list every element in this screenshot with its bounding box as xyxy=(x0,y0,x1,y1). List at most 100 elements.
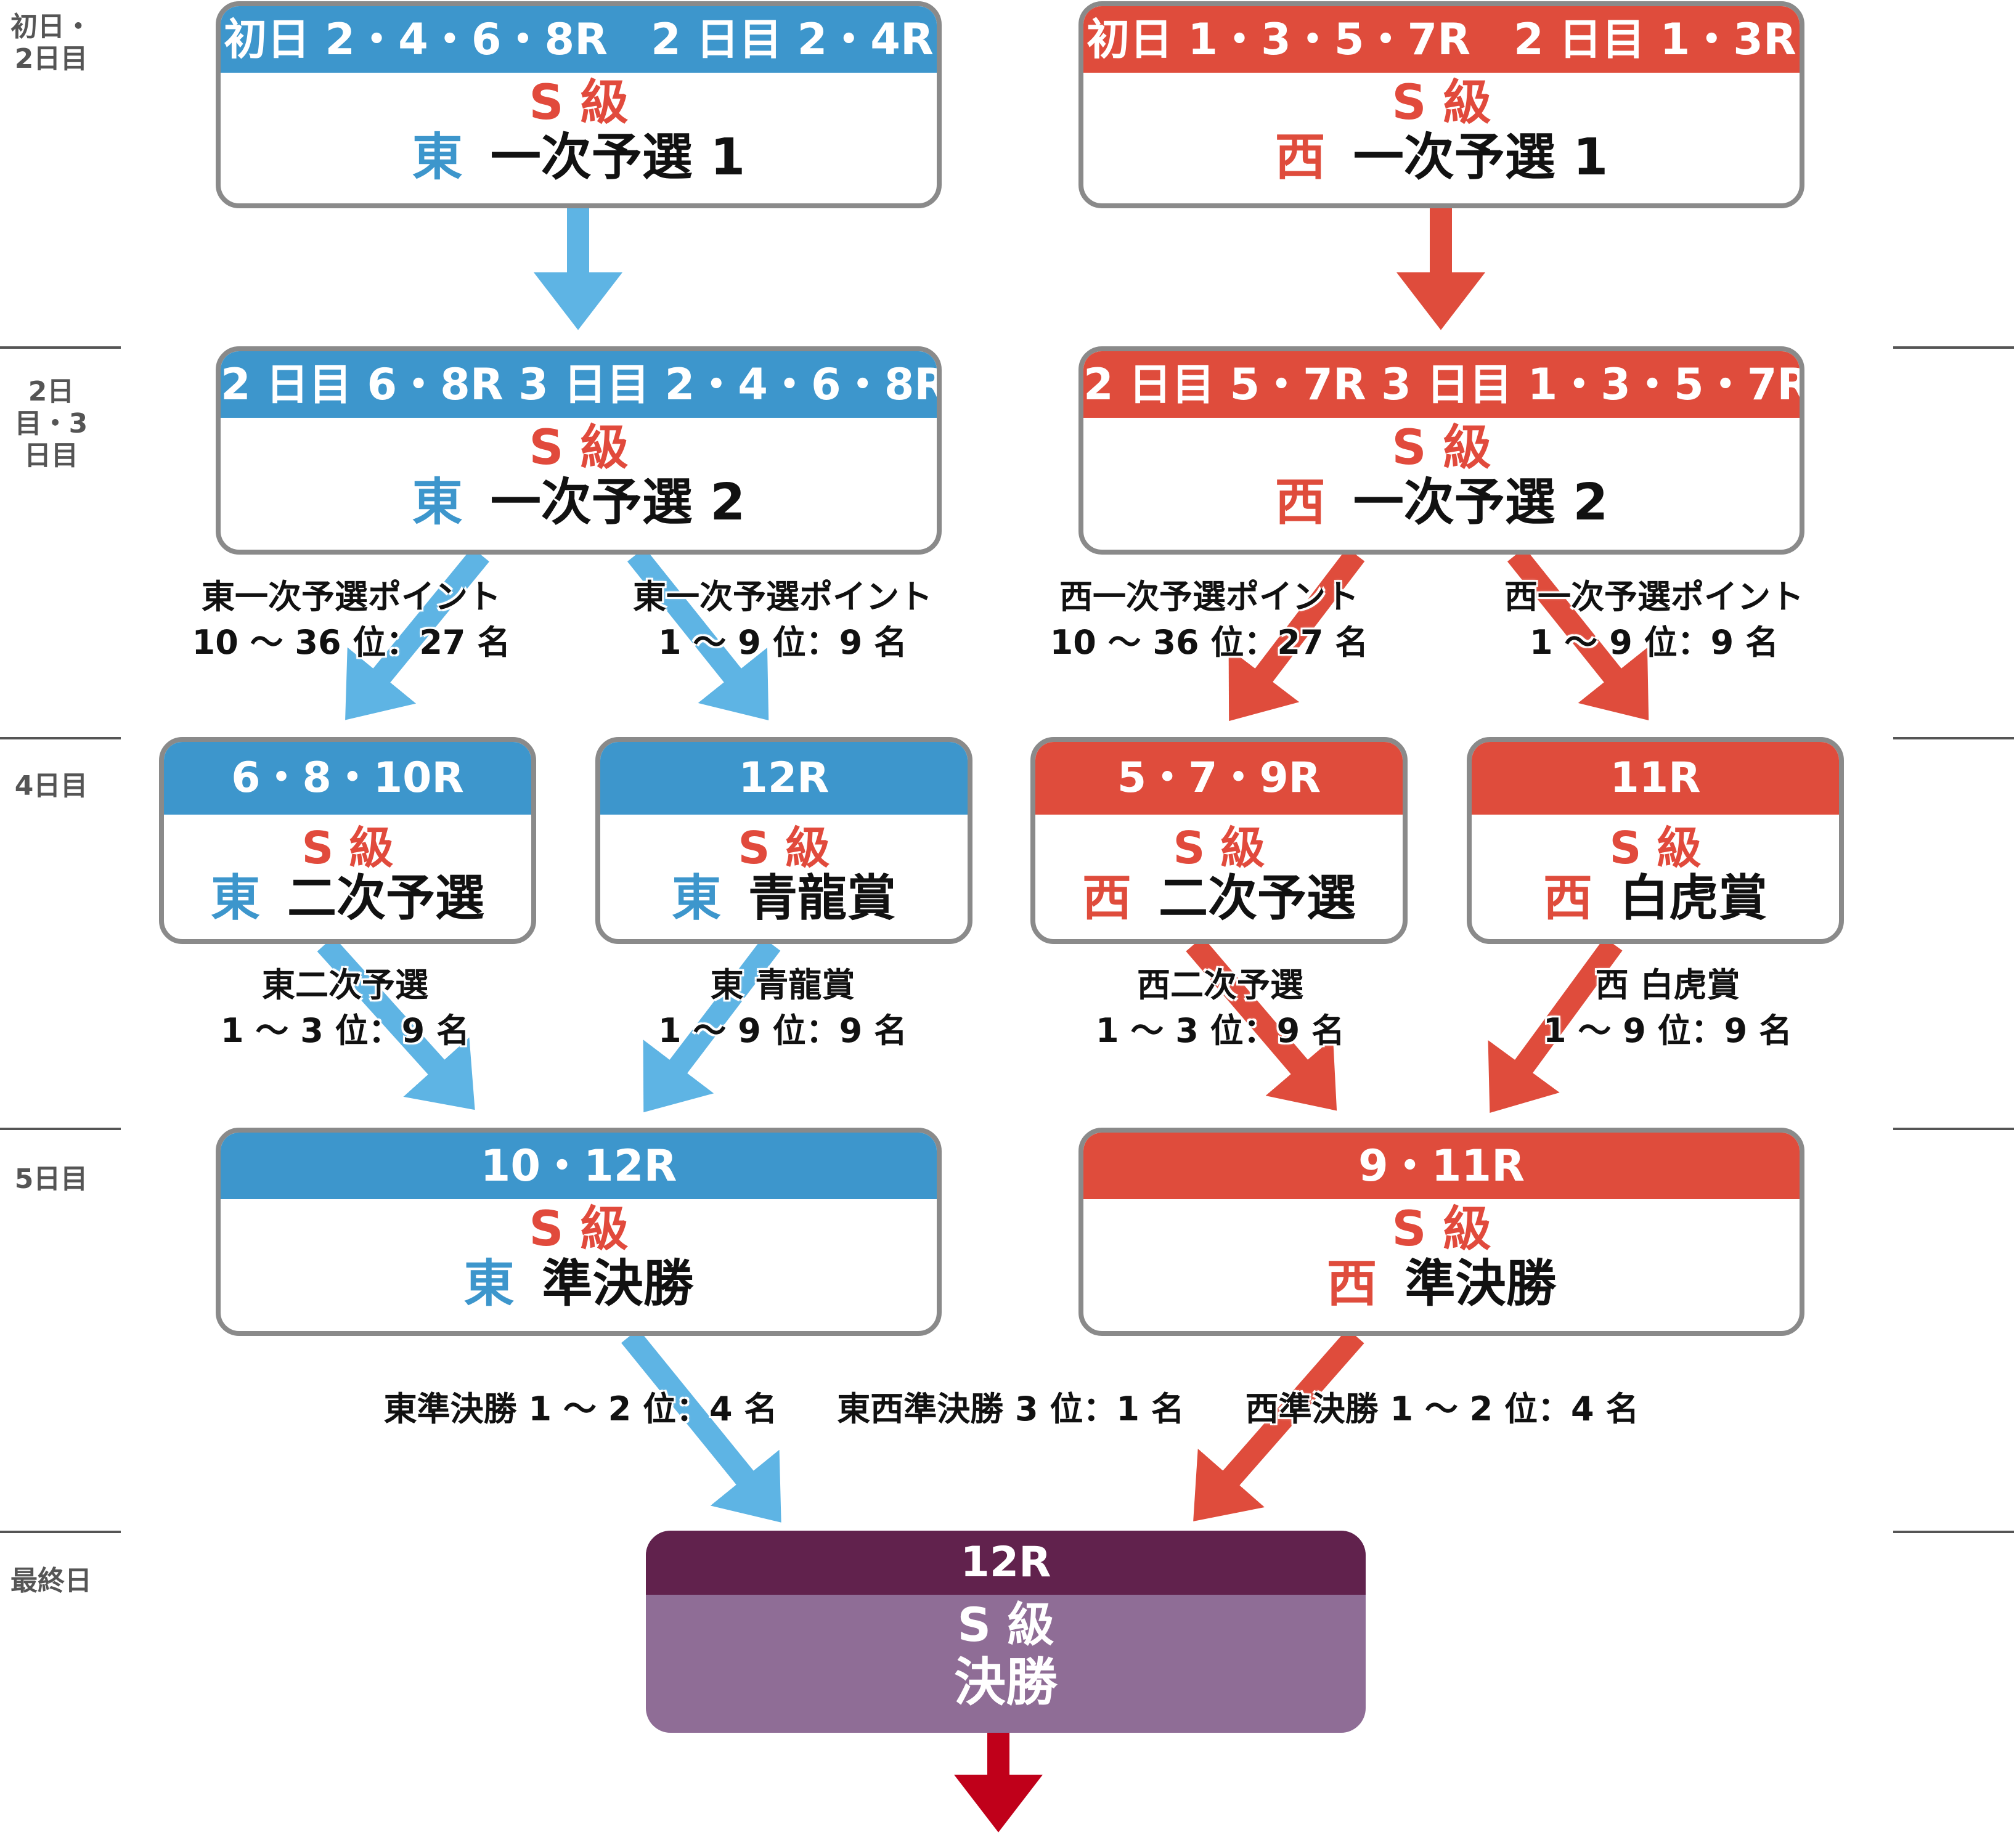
card-title: 東準決勝 xyxy=(221,1255,937,1314)
advance-label-west-byakko: 西 白虎賞 1 〜 9 位：9 名 xyxy=(1507,963,1828,1054)
day-label-2: 2日目・3日目 xyxy=(14,376,88,471)
card-west-semifinal: 9・11R S 級 西準決勝 xyxy=(1078,1128,1804,1336)
advance-label-east-second: 東二次予選 1 〜 3 位：9 名 xyxy=(185,963,505,1054)
card-header: 2 日目 5・7R 3 日目 1・3・5・7R xyxy=(1083,351,1800,418)
day-divider xyxy=(0,1128,121,1130)
race-name: 一次予選 2 xyxy=(1353,473,1608,532)
race-name: 一次予選 1 xyxy=(490,128,746,187)
label-line: 西一次予選ポイント xyxy=(1059,577,1359,616)
race-name: 二次予選 xyxy=(1159,869,1356,927)
day-divider xyxy=(1893,1128,2014,1130)
region-west: 西 xyxy=(1274,473,1326,532)
advance-label-west-to-second: 西一次予選ポイント 10 〜 36 位：27 名 xyxy=(1037,574,1382,666)
arrow-west-second-to-semi xyxy=(1186,937,1337,1111)
day-label-3: 4日目 xyxy=(14,770,88,802)
card-header: 9・11R xyxy=(1083,1133,1800,1199)
arrow-west-byakko-to-semi xyxy=(1488,937,1623,1113)
label-line: 西 白虎賞 xyxy=(1595,966,1740,1004)
card-title: 西一次予選 2 xyxy=(1083,473,1800,532)
arrow-east-seiryu-to-semi xyxy=(643,937,781,1113)
region-east: 東 xyxy=(463,1255,515,1313)
card-header: 2 日目 6・8R 3 日目 2・4・6・8R xyxy=(221,351,937,418)
label-line: 1 〜 3 位：9 名 xyxy=(221,1011,470,1050)
race-name: 青龍賞 xyxy=(748,869,896,927)
label-line: 1 〜 9 位：9 名 xyxy=(658,1011,907,1050)
race-name: 準決勝 xyxy=(1404,1255,1557,1313)
card-east-first-qualifier-2: 2 日目 6・8R 3 日目 2・4・6・8R S 級 東一次予選 2 xyxy=(216,346,942,555)
label-line: 10 〜 36 位：27 名 xyxy=(192,623,511,662)
label-line: 1 〜 3 位：9 名 xyxy=(1096,1011,1345,1050)
card-title: 西一次予選 1 xyxy=(1083,128,1800,187)
card-title: 東一次予選 2 xyxy=(221,473,937,532)
card-header: 初日 2・4・6・8R 2 日目 2・4R xyxy=(221,6,937,73)
advance-label-west-second: 西二次予選 1 〜 3 位：9 名 xyxy=(1060,963,1380,1054)
card-grade: S 級 xyxy=(1609,822,1702,874)
race-name: 二次予選 xyxy=(287,869,484,927)
card-grade: S 級 xyxy=(529,1202,629,1257)
card-title: 決勝 xyxy=(953,1652,1058,1712)
card-grade: S 級 xyxy=(1392,75,1491,131)
race-name: 準決勝 xyxy=(542,1255,694,1313)
card-east-second-qualifier: 6・8・10R S 級 東二次予選 xyxy=(159,737,536,944)
day-divider xyxy=(1893,346,2014,349)
advance-label-third-place: 東西準決勝 3 位：1 名 xyxy=(837,1390,1184,1428)
race-name: 一次予選 1 xyxy=(1353,128,1608,187)
card-grade: S 級 xyxy=(957,1597,1054,1652)
card-east-seiryu-sho: 12R S 級 東青龍賞 xyxy=(595,737,972,944)
card-header: 10・12R xyxy=(221,1133,937,1199)
card-grade: S 級 xyxy=(1392,420,1491,476)
region-west: 西 xyxy=(1326,1255,1377,1313)
advance-label-west-to-byakko: 西一次予選ポイント 1 〜 9 位：9 名 xyxy=(1482,574,1827,666)
card-header: 12R xyxy=(600,742,968,815)
card-east-semifinal: 10・12R S 級 東準決勝 xyxy=(216,1128,942,1336)
day-label-5: 最終日 xyxy=(10,1565,92,1597)
card-title: 東二次予選 xyxy=(164,870,531,927)
label-line: 1 〜 9 位：9 名 xyxy=(658,623,907,662)
card-grade: S 級 xyxy=(1173,822,1265,874)
day-divider xyxy=(0,1531,121,1533)
card-header: 6・8・10R xyxy=(164,742,531,815)
card-header: 5・7・9R xyxy=(1035,742,1403,815)
label-line: 西一次予選ポイント xyxy=(1504,577,1804,616)
label-line: 東一次予選ポイント xyxy=(202,577,501,616)
arrow-east-semi-to-final xyxy=(621,1329,781,1523)
card-title: 東青龍賞 xyxy=(600,870,968,927)
day-label-4: 5日目 xyxy=(14,1163,88,1195)
arrow-east-r2-to-second xyxy=(345,547,489,720)
card-header: 11R xyxy=(1472,742,1839,815)
region-east: 東 xyxy=(211,869,260,927)
card-grade: S 級 xyxy=(738,822,830,874)
advance-label-east-to-seiryu: 東一次予選ポイント 1 〜 9 位：9 名 xyxy=(610,574,955,666)
card-west-first-qualifier-2: 2 日目 5・7R 3 日目 1・3・5・7R S 級 西一次予選 2 xyxy=(1078,346,1804,555)
label-line: 西二次予選 xyxy=(1137,966,1303,1004)
region-east: 東 xyxy=(412,473,463,532)
card-grade: S 級 xyxy=(301,822,394,874)
region-west: 西 xyxy=(1543,869,1592,927)
advance-label-east-seiryu: 東 青龍賞 1 〜 9 位：9 名 xyxy=(622,963,943,1054)
card-header: 12R xyxy=(646,1531,1366,1595)
race-name: 一次予選 2 xyxy=(490,473,746,532)
arrow-west-r2-to-second xyxy=(1228,548,1365,722)
card-title: 西白虎賞 xyxy=(1472,870,1839,927)
region-east: 東 xyxy=(672,869,721,927)
race-name: 白虎賞 xyxy=(1620,869,1767,927)
card-title: 西準決勝 xyxy=(1083,1255,1800,1314)
label-line: 東 青龍賞 xyxy=(710,966,855,1004)
advance-label-west-semifinal: 西準決勝 1 〜 2 位：4 名 xyxy=(1245,1390,1639,1428)
card-header: 初日 1・3・5・7R 2 日目 1・3R xyxy=(1083,6,1800,73)
advance-label-east-semifinal: 東準決勝 1 〜 2 位：4 名 xyxy=(383,1390,778,1428)
card-final: 12R S 級 決勝 xyxy=(646,1531,1366,1733)
label-line: 1 〜 9 位：9 名 xyxy=(1543,1011,1792,1050)
region-west: 西 xyxy=(1082,869,1131,927)
label-line: 10 〜 36 位：27 名 xyxy=(1050,623,1369,662)
label-line: 1 〜 9 位：9 名 xyxy=(1530,623,1779,662)
card-grade: S 級 xyxy=(529,420,629,476)
region-west: 西 xyxy=(1274,128,1326,187)
region-east: 東 xyxy=(412,128,463,187)
label-line: 東一次予選ポイント xyxy=(633,577,932,616)
card-west-first-qualifier-1: 初日 1・3・5・7R 2 日目 1・3R S 級 西一次予選 1 xyxy=(1078,1,1804,208)
arrow-west-semi-to-final xyxy=(1193,1329,1364,1521)
day-divider xyxy=(1893,737,2014,739)
